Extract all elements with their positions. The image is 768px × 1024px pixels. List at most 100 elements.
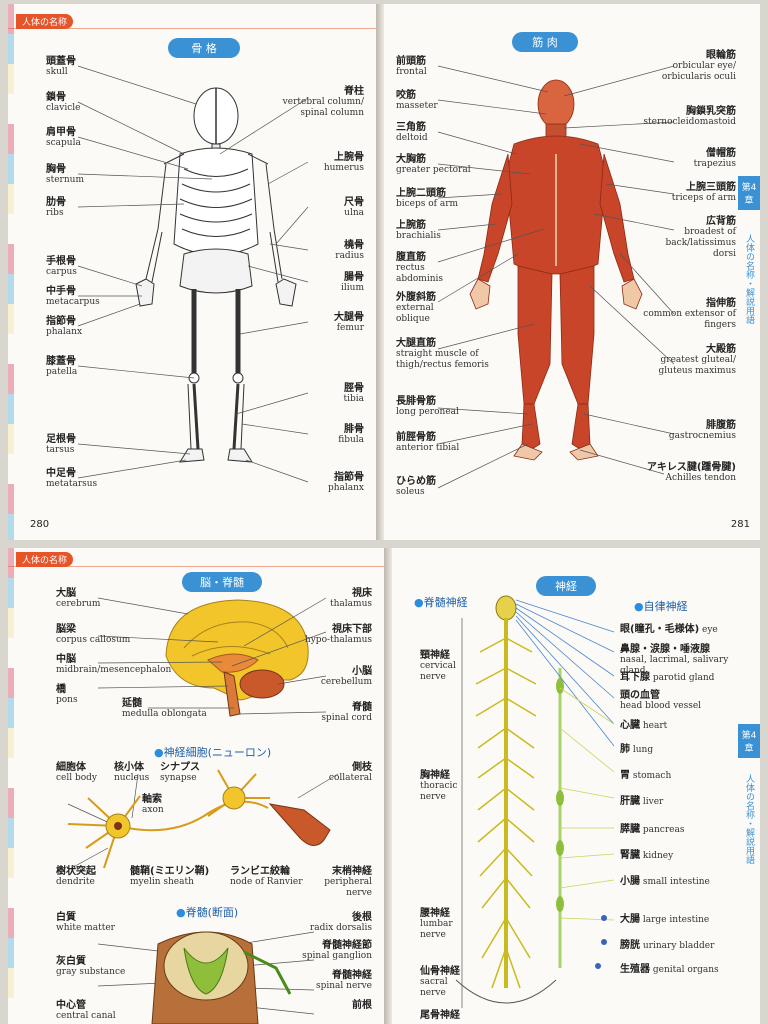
label-urinary-bladder: 膀胱 urinary bladder xyxy=(620,940,715,951)
label-myelin-sheath: 髄鞘(ミエリン鞘)myelin sheath xyxy=(130,866,210,887)
neuron-illustration xyxy=(67,769,331,869)
label-stomach: 胃 stomach xyxy=(620,770,672,781)
page-muscles: 筋 肉 xyxy=(384,4,760,540)
label-parotid-gland: 耳下腺 parotid gland xyxy=(620,672,715,683)
page-number-280: 280 xyxy=(30,519,50,530)
section-title-muscle: 筋 肉 xyxy=(512,32,578,52)
section-title-nerve: 神経 xyxy=(536,576,596,596)
header-rule xyxy=(8,28,376,29)
chapter-tab-2: 第4章 xyxy=(738,724,760,758)
book-gutter-bottom xyxy=(384,548,392,1024)
brain-illustration xyxy=(165,599,309,717)
label-small-intestine: 小腸 small intestine xyxy=(620,876,710,887)
header-rule-2 xyxy=(8,566,384,567)
skeleton-leader-lines xyxy=(77,65,309,483)
section-title-skeleton: 骨 格 xyxy=(168,38,240,58)
section-spinal-nerves: ●脊髄神経 xyxy=(414,596,468,609)
label-kidney: 腎臓 kidney xyxy=(620,850,674,861)
page-nerves: 神経 ●脊髄神経 ●自律神経 xyxy=(392,548,760,1024)
muscle-illustration xyxy=(469,79,643,461)
section-title-brain: 脳・脊髄 xyxy=(182,572,262,592)
chapter-text: 人体の名称・解説用語 xyxy=(744,234,754,324)
label-liver: 肝臓 liver xyxy=(620,796,664,807)
page-edge-tabs-2 xyxy=(8,548,14,1024)
spinal-cross-illustration xyxy=(151,931,292,1024)
nervous-system-illustration xyxy=(455,595,615,1008)
label-genital-organs: 生殖器 genital organs xyxy=(620,964,719,975)
label-eye: 眼(瞳孔・毛様体) eye xyxy=(620,624,718,635)
chapter-text-2: 人体の名称・解説用語 xyxy=(744,774,754,864)
header-tag-2: 人体の名称 xyxy=(16,552,74,567)
label-pancreas: 膵臓 pancreas xyxy=(620,824,685,835)
page-edge-tabs xyxy=(8,4,14,540)
page-number-281: 281 xyxy=(730,519,750,530)
section-autonomic-nerves: ●自律神経 xyxy=(634,600,688,613)
book-gutter-top xyxy=(376,4,384,540)
chapter-tab: 第4章 xyxy=(738,176,760,210)
label-lung: 肺 lung xyxy=(620,744,654,755)
brain-leader-lines xyxy=(67,597,339,1015)
label-achilles-tendon: アキレス腱(踵骨腱)Achilles tendon xyxy=(646,462,736,483)
muscle-leader-lines xyxy=(437,65,675,489)
label-anterior-root: 前根 xyxy=(352,1000,372,1011)
skeleton-illustration xyxy=(135,87,297,463)
